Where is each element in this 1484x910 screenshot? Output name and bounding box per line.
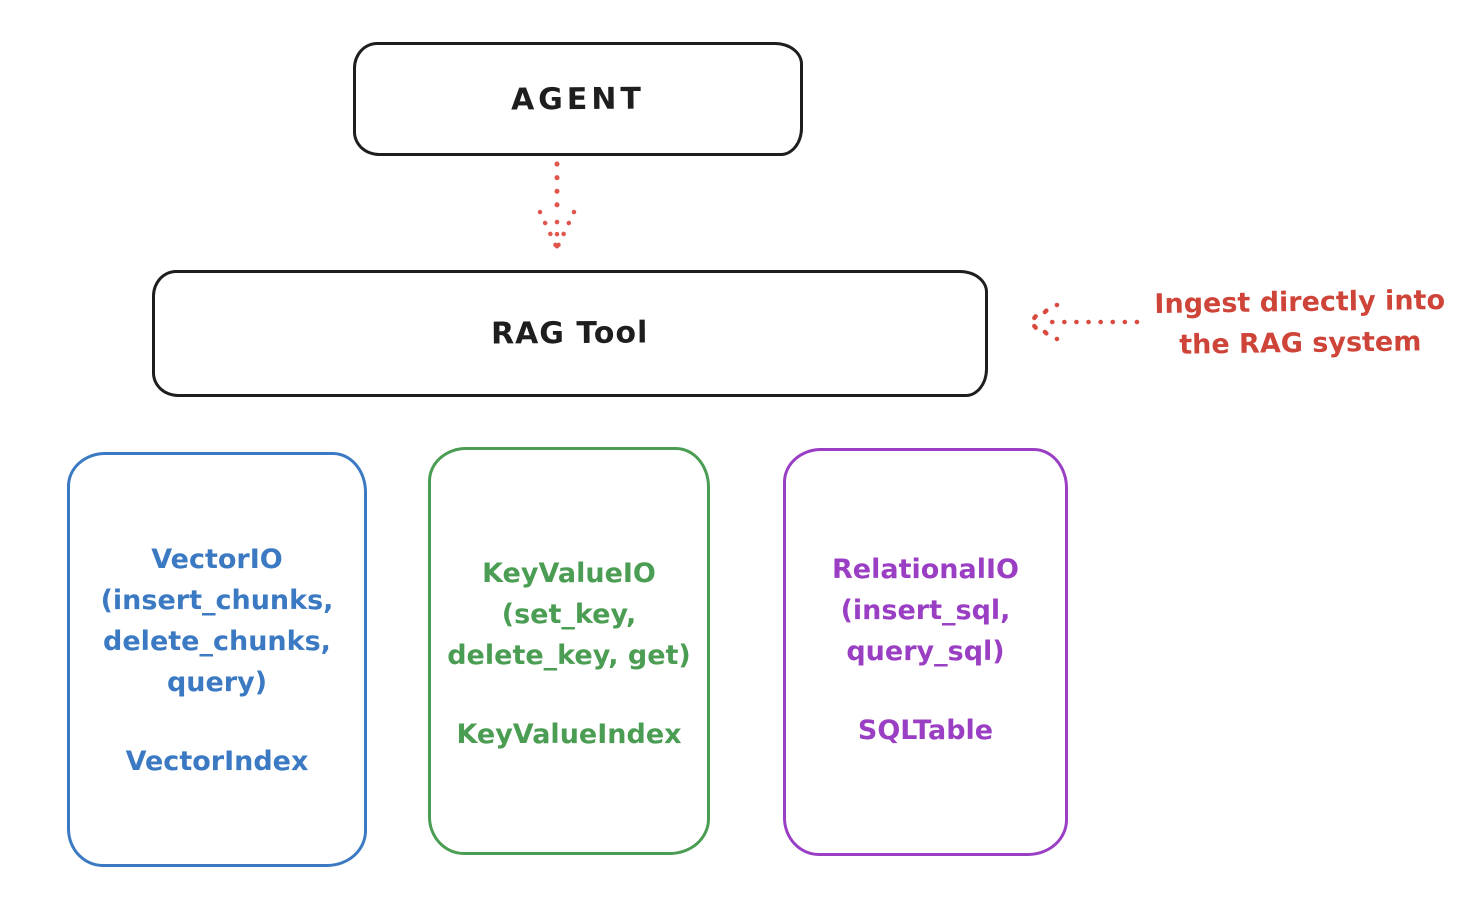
annotation-arrow-icon: [1003, 300, 1143, 344]
vectorio-title: VectorIO: [151, 544, 283, 575]
keyvalueio-card: KeyValueIO (set_key, delete_key, get) Ke…: [428, 447, 710, 855]
agent-label: AGENT: [510, 81, 646, 117]
relationalio-card: RelationalIO (insert_sql, query_sql) SQL…: [783, 448, 1068, 856]
vectorio-methods: (insert_chunks, delete_chunks, query): [100, 585, 334, 698]
agent-node: AGENT: [353, 42, 803, 156]
rag-tool-node: RAG Tool: [152, 270, 988, 397]
keyvalueio-index: KeyValueIndex: [456, 719, 682, 750]
vectorio-index: VectorIndex: [125, 746, 309, 777]
keyvalueio-methods: (set_key, delete_key, get): [447, 599, 691, 671]
annotation-text: Ingest directly into the RAG system: [1154, 284, 1446, 361]
relationalio-title: RelationalIO: [832, 554, 1019, 585]
relationalio-index: SQLTable: [857, 715, 994, 746]
relationalio-methods: (insert_sql, query_sql): [840, 595, 1011, 667]
keyvalueio-title: KeyValueIO: [482, 558, 656, 589]
rag-tool-label: RAG Tool: [491, 315, 649, 352]
vectorio-card: VectorIO (insert_chunks, delete_chunks, …: [67, 452, 367, 867]
agent-to-rag-arrow-icon: [527, 158, 587, 258]
